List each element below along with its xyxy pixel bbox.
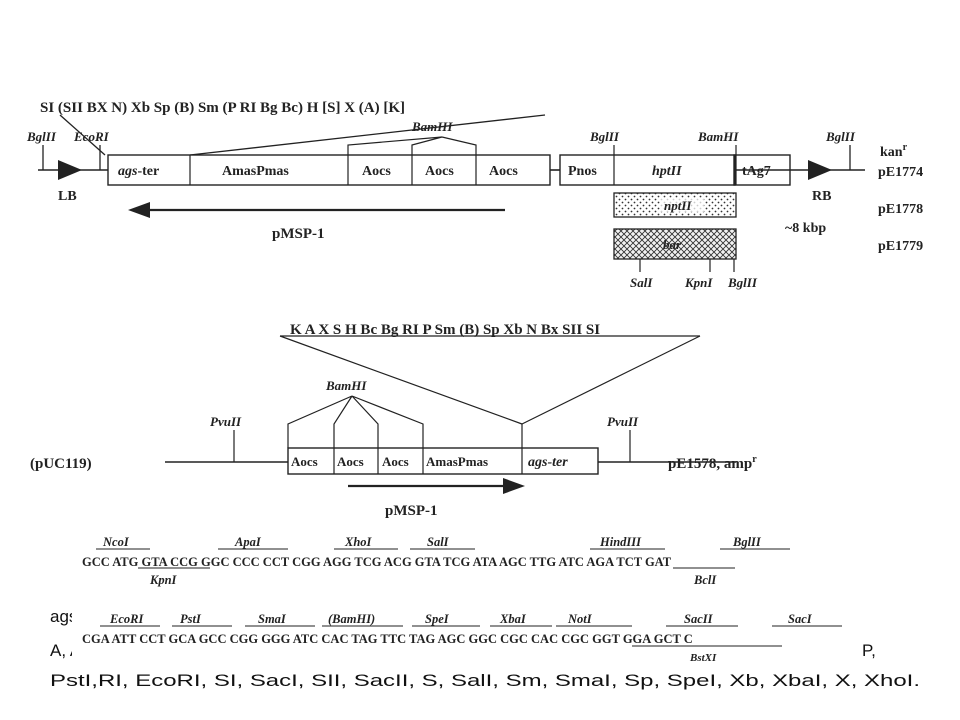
bar-label: bar: [663, 237, 682, 252]
pvuii-left-label: PvuII: [210, 414, 242, 429]
pe1774-label: pE1774: [878, 165, 923, 180]
seq-site-xbai: XbaI: [499, 612, 527, 626]
pe1578-label: pE1578, ampr: [668, 454, 757, 472]
mcs-sequence-row-2: EcoRI PstI SmaI (BamHI) SpeI XbaI NotI S…: [72, 606, 862, 668]
puc119-label: (pUC119): [30, 456, 92, 472]
bottom-ags-ter: ags-ter: [528, 455, 568, 470]
tag7-block: tAg7: [742, 164, 771, 179]
hptii-block: hptII: [652, 164, 682, 179]
top-site-string: SI (SII BX N) Xb Sp (B) Sm (P RI Bg Bc) …: [40, 100, 405, 116]
seq-site-smai: SmaI: [258, 612, 287, 626]
seq-site-ncoi: NcoI: [102, 535, 130, 549]
ags-ter-block: ags-ter: [118, 164, 159, 179]
sali-label: SalI: [630, 275, 653, 290]
mcs-sequence: NcoI ApaI XhoI SalI HindIII BglII GCC AT…: [82, 535, 790, 587]
seq-site-hindiii: HindIII: [599, 535, 642, 549]
caption-line-3: PstI,RI, EcoRI, SI, SacI, SII, SacII, S,…: [50, 671, 920, 690]
caption-line-2b: P,: [862, 641, 876, 660]
bamhi-top-label: BamHI: [411, 119, 453, 134]
seq-site-kpni: KpnI: [149, 573, 178, 587]
seq-row-2: CGA ATT CCT GCA GCC CGG GGG ATC CAC TAG …: [82, 632, 693, 646]
rb-label: RB: [812, 189, 831, 204]
lb-label: LB: [58, 189, 77, 204]
seq-site-sacii: SacII: [684, 612, 714, 626]
aocs-block-1: Aocs: [362, 164, 391, 179]
seq-site-sali: SalI: [427, 535, 450, 549]
pe1778-label: pE1778: [878, 202, 923, 217]
seq-site-bamhi: (BamHI): [328, 612, 375, 626]
aocs-block-3: Aocs: [489, 164, 518, 179]
seq-site-noti: NotI: [567, 612, 593, 626]
kanr-label: kanr: [880, 142, 908, 160]
rb-arrow: [808, 160, 832, 180]
seq-site-apai: ApaI: [234, 535, 262, 549]
pmsp1-top-label: pMSP-1: [272, 226, 325, 242]
bottom-site-string: K A X S H Bc Bg RI P Sm (B) Sp Xb N Bx S…: [290, 322, 600, 338]
seq-row-1: GCC ATG GTA CCG GGC CCC CCT CGG AGG TCG …: [82, 555, 672, 569]
pvuii-right-label: PvuII: [607, 414, 639, 429]
bottom-aocs-2: Aocs: [337, 454, 364, 469]
bottom-insert-box: [287, 447, 599, 475]
amaspmas-block: AmasPmas: [222, 164, 289, 179]
pmsp1-bottom-label: pMSP-1: [385, 503, 438, 519]
nptii-label: nptII: [664, 198, 692, 213]
bglii-right-label: BglII: [825, 129, 856, 144]
seq-site-saci: SacI: [788, 612, 813, 626]
bottom-aocs-3: Aocs: [382, 454, 409, 469]
lb-arrow: [58, 160, 82, 180]
bglii-bottom-label: BglII: [727, 275, 758, 290]
insert-box: [107, 154, 551, 186]
aocs-block-2: Aocs: [425, 164, 454, 179]
bamhi-right-label: BamHI: [697, 129, 739, 144]
ecori-left-label: EcoRI: [73, 129, 110, 144]
bglii-left-label: BglII: [26, 129, 57, 144]
bamhi-bottom-label: BamHI: [325, 378, 367, 393]
kpni-label: KpnI: [684, 275, 713, 290]
size-label: ~8 kbp: [785, 221, 826, 236]
seq-site-bglii: BglII: [732, 535, 762, 549]
seq-site-bcli: BclI: [693, 573, 717, 587]
seq-site-psti: PstI: [180, 612, 202, 626]
bglii-mid-label: BglII: [589, 129, 620, 144]
top-map: SI (SII BX N) Xb Sp (B) Sm (P RI Bg Bc) …: [26, 100, 923, 290]
bottom-amaspmas: AmasPmas: [426, 454, 488, 469]
seq-site-bstxi: BstXI: [689, 652, 717, 664]
seq-site-ecori: EcoRI: [109, 612, 144, 626]
bottom-map: K A X S H Bc Bg RI P Sm (B) Sp Xb N Bx S…: [30, 322, 757, 519]
pnos-block: Pnos: [568, 164, 597, 179]
bar-box: [613, 228, 737, 260]
seq-site-spei: SpeI: [425, 612, 450, 626]
nptii-box: [613, 192, 737, 218]
caption-line-1: ags: [50, 607, 77, 626]
selection-cassette-box: [559, 154, 736, 186]
seq-site-xhoi: XhoI: [344, 535, 373, 549]
bottom-aocs-1: Aocs: [291, 454, 318, 469]
pe1779-label: pE1779: [878, 239, 923, 254]
